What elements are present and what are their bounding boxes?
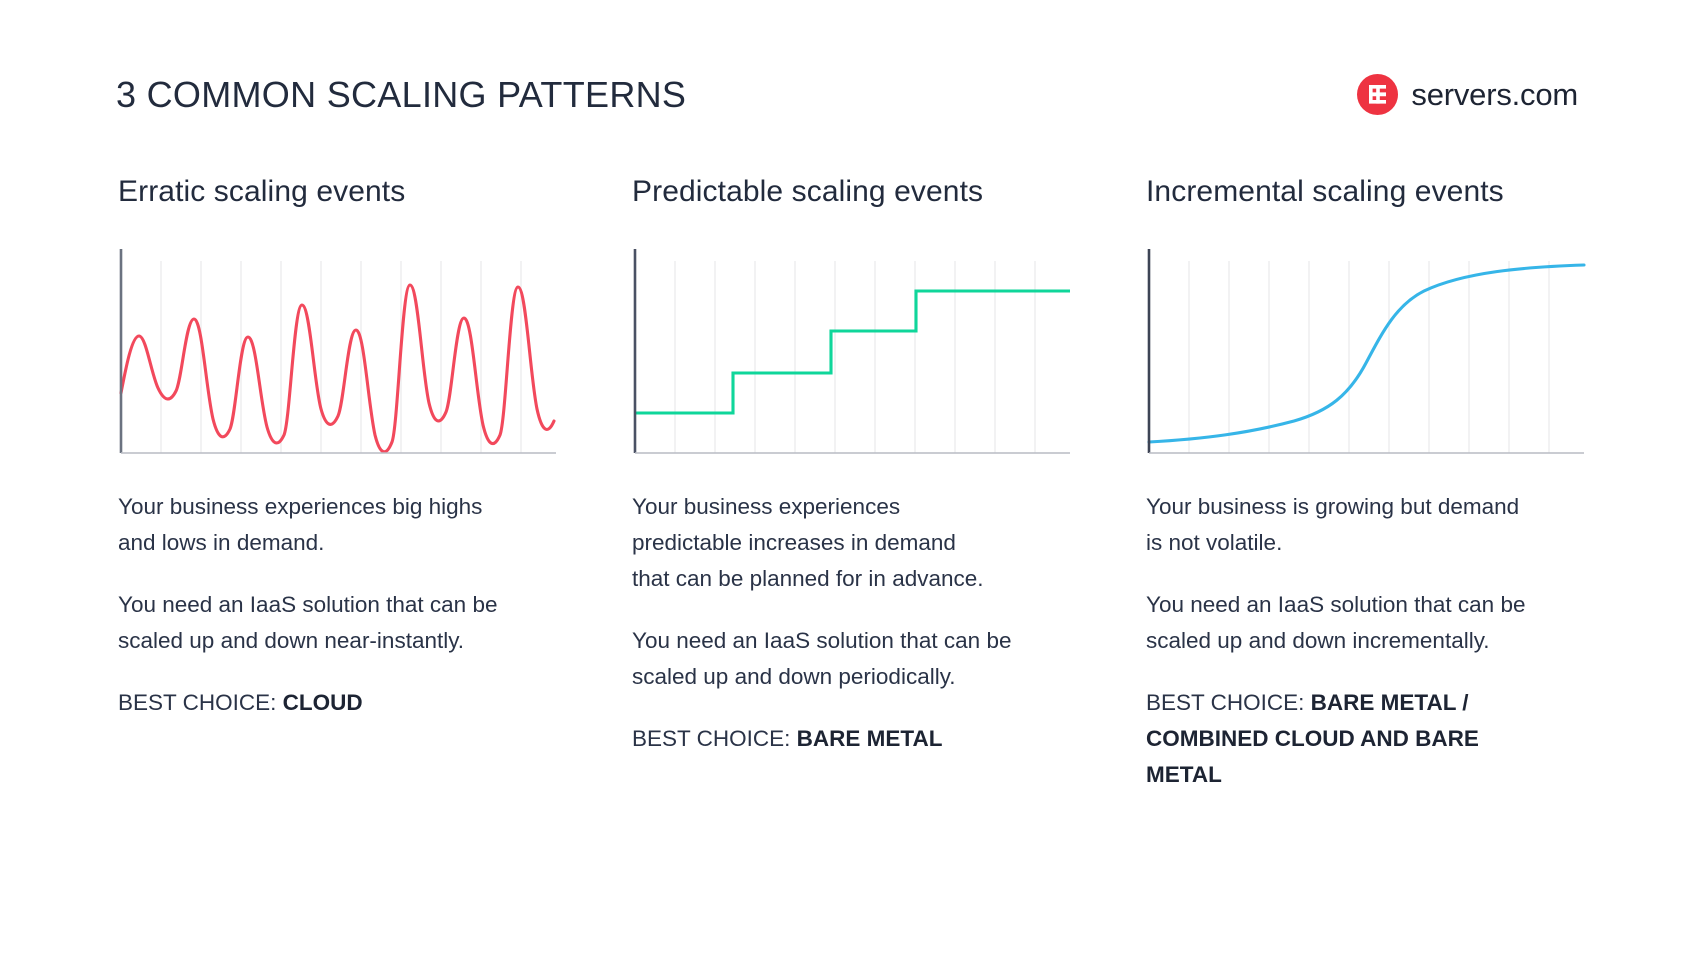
paragraph-2: You need an IaaS solution that can be sc… — [632, 628, 1012, 689]
paragraph-1: Your business experiences predictable in… — [632, 494, 984, 591]
column-body: Your business is growing but demand is n… — [1144, 489, 1664, 793]
paragraph-1: Your business experiences big highs and … — [118, 494, 483, 555]
best-choice-line: BEST CHOICE: BARE METAL / COMBINED CLOUD… — [1146, 685, 1551, 793]
paragraph-2: You need an IaaS solution that can be sc… — [1146, 592, 1526, 653]
incremental-scaling-chart — [1144, 243, 1588, 461]
column-body: Your business experiences predictable in… — [630, 489, 1150, 757]
chart-series-line — [119, 283, 556, 454]
chart-gridlines — [160, 261, 522, 453]
best-choice-line: BEST CHOICE: CLOUD — [118, 685, 518, 721]
chart-series-line — [1147, 263, 1586, 444]
column-erratic: Erratic scaling events — [116, 175, 636, 793]
best-choice-line: BEST CHOICE: BARE METAL — [632, 721, 1042, 757]
best-choice-value: CLOUD — [282, 690, 363, 715]
brand-logo: servers.com — [1357, 74, 1578, 115]
page-title: 3 COMMON SCALING PATTERNS — [116, 74, 687, 115]
chart-series-line — [635, 289, 1070, 415]
best-choice-value: BARE METAL — [796, 726, 943, 751]
page-header: 3 COMMON SCALING PATTERNS servers.com — [0, 0, 1696, 175]
column-heading: Erratic scaling events — [118, 175, 406, 208]
column-heading: Incremental scaling events — [1146, 175, 1504, 208]
predictable-scaling-chart — [630, 243, 1074, 461]
brand-name: servers.com — [1411, 76, 1578, 112]
column-heading: Predictable scaling events — [632, 175, 984, 208]
column-predictable: Predictable scaling events — [630, 175, 1150, 793]
best-choice-value: BARE METAL / COMBINED CLOUD AND BARE MET… — [1146, 690, 1479, 787]
paragraph-1: Your business is growing but demand is n… — [1146, 494, 1520, 555]
paragraph-2: You need an IaaS solution that can be sc… — [118, 592, 498, 653]
chart-gridlines — [1188, 261, 1550, 453]
servers-s-logo-icon — [1357, 74, 1399, 115]
column-body: Your business experiences big highs and … — [116, 489, 636, 721]
best-choice-label: BEST CHOICE: — [632, 726, 797, 751]
best-choice-label: BEST CHOICE: — [1146, 690, 1311, 715]
best-choice-label: BEST CHOICE: — [118, 690, 283, 715]
erratic-scaling-chart — [116, 243, 560, 461]
column-incremental: Incremental scaling events — [1144, 175, 1664, 793]
columns-container: Erratic scaling events — [0, 175, 1696, 793]
